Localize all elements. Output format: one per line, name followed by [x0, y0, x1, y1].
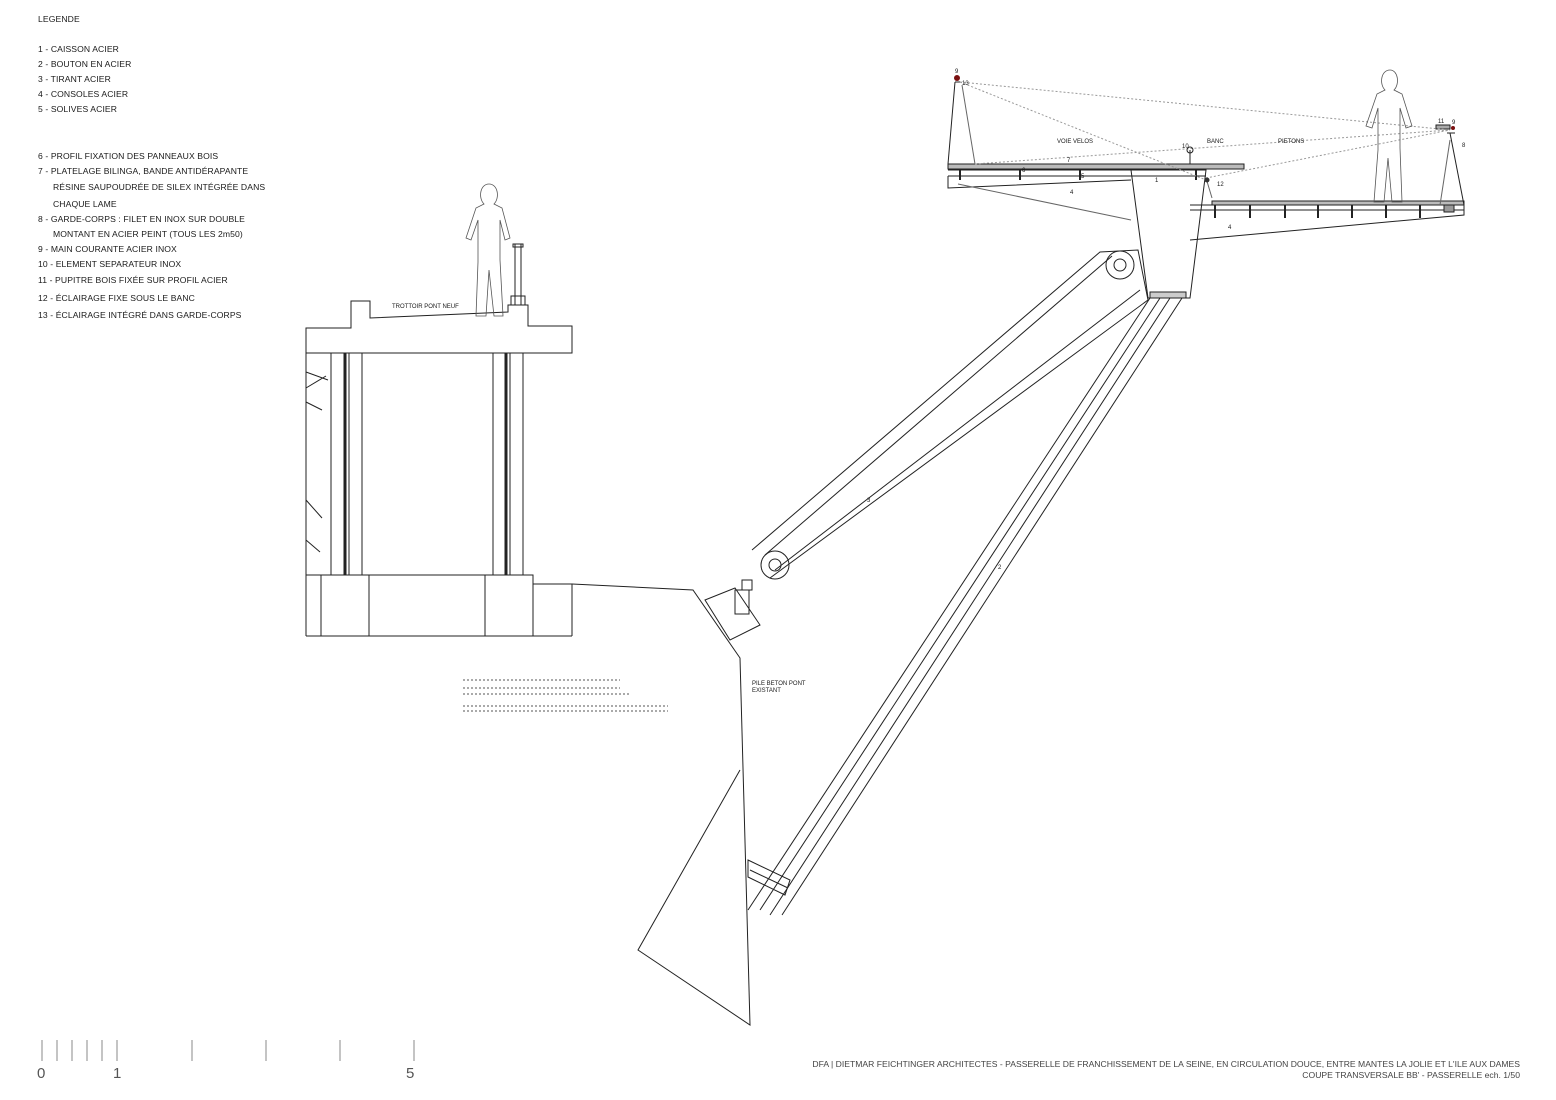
legend-item-9: 9 - MAIN COURANTE ACIER INOX [38, 244, 177, 254]
legend-item-13: 13 - ÉCLAIRAGE INTÉGRÉ DANS GARDE-CORPS [38, 310, 242, 320]
steel-strut [747, 297, 1183, 916]
legend-title: LEGENDE [38, 14, 80, 24]
label-n9b: 9 [1452, 120, 1456, 126]
legend-item-2: 2 - BOUTON EN ACIER [38, 59, 132, 69]
legend-item-5: 5 - SOLIVES ACIER [38, 104, 118, 114]
label-n7: 7 [1067, 158, 1071, 164]
concrete-pier [571, 583, 751, 1026]
label-n2: 2 [998, 565, 1002, 571]
title-block-line2: COUPE TRANSVERSALE BB' - PASSERELLE ech.… [1302, 1070, 1520, 1080]
label-n4b: 4 [1228, 225, 1232, 231]
label-n4a: 4 [1070, 190, 1074, 196]
legend-item-4: 4 - CONSOLES ACIER [38, 89, 129, 99]
legend-item-8: 8 - GARDE-CORPS : FILET EN INOX SUR DOUB… [38, 214, 245, 224]
scale-bar [41, 1040, 415, 1061]
legend-item-7-cont2: CHAQUE LAME [53, 199, 117, 209]
scale-label-1: 1 [113, 1065, 122, 1082]
label-n1: 1 [1155, 178, 1159, 184]
label-n11: 11 [1438, 119, 1445, 125]
label-n5: 5 [1081, 174, 1085, 180]
water-level [463, 679, 668, 712]
legend-item-7: 7 - PLATELAGE BILINGA, BANDE ANTIDÉRAPAN… [38, 166, 249, 176]
legend-item-12: 12 - ÉCLAIRAGE FIXE SOUS LE BANC [38, 293, 195, 303]
tie-rod [704, 249, 1149, 641]
person-figure-right [1365, 69, 1413, 203]
label-n6: 6 [1022, 168, 1026, 174]
legend-item-3: 3 - TIRANT ACIER [38, 74, 111, 84]
label-trottoir: TROTTOIR PONT NEUF [392, 304, 459, 310]
person-figure-left [465, 183, 511, 317]
legend-item-11: 11 - PUPITRE BOIS FIXÉE SUR PROFIL ACIER [38, 275, 228, 285]
existing-bridge [305, 243, 573, 637]
lighting-13-marker [954, 75, 960, 81]
legend-item-8-cont: MONTANT EN ACIER PEINT (TOUS LES 2m50) [53, 229, 243, 239]
left-deck [947, 81, 1245, 221]
label-banc: BANC [1207, 139, 1224, 145]
legend-item-10: 10 - ELEMENT SEPARATEUR INOX [38, 259, 182, 269]
steel-caisson [1130, 169, 1207, 299]
title-block-line1: DFA | DIETMAR FEICHTINGER ARCHITECTES - … [812, 1059, 1520, 1069]
legend-item-7-cont: RÉSINE SAUPOUDRÉE DE SILEX INTÉGRÉE DANS [53, 182, 266, 192]
label-n10: 10 [1182, 144, 1189, 150]
title-block: DFA | DIETMAR FEICHTINGER ARCHITECTES - … [812, 1059, 1520, 1081]
right-deck [1189, 124, 1465, 241]
label-n12: 12 [1217, 182, 1224, 188]
scale-label-5: 5 [406, 1065, 415, 1082]
label-n9a: 9 [955, 69, 959, 75]
label-pile-2: EXISTANT [752, 688, 781, 694]
label-n8: 8 [1462, 143, 1466, 149]
lighting-12-marker [1204, 177, 1210, 183]
label-voie-velos: VOIE VELOS [1057, 139, 1093, 145]
label-pile-1: PILE BETON PONT [752, 681, 806, 687]
dashed-guides [959, 81, 1451, 181]
label-n3: 3 [867, 498, 871, 504]
legend-item-6: 6 - PROFIL FIXATION DES PANNEAUX BOIS [38, 151, 219, 161]
legend-item-1: 1 - CAISSON ACIER [38, 44, 119, 54]
handrail-9-marker [1451, 126, 1455, 130]
label-pietons: PIETONS [1278, 139, 1304, 145]
label-n13: 13 [962, 81, 969, 87]
scale-label-0: 0 [37, 1065, 46, 1082]
